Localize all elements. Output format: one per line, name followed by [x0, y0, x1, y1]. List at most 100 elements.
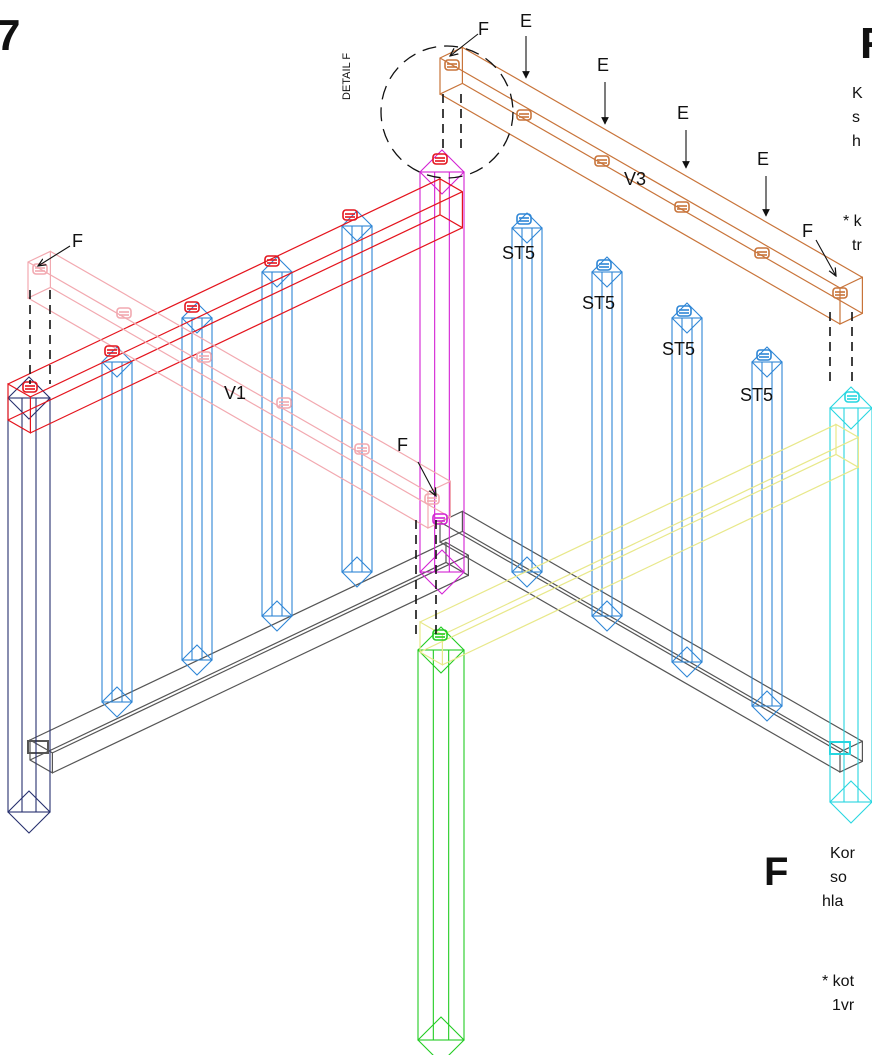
bracket-green-cap	[432, 629, 448, 641]
base-beam-left-edge-2	[52, 554, 469, 754]
dashed-guides	[29, 45, 853, 638]
note-top-star-1: * k	[843, 213, 862, 230]
step-number: 7	[0, 11, 21, 60]
note-top-line-2: s	[852, 109, 860, 126]
post-navy-corner-foot	[7, 790, 51, 834]
arrow-F-mid	[417, 461, 436, 496]
beam-label-V1: V1	[224, 383, 247, 403]
note-top-line-1: K	[852, 85, 863, 102]
beam-red-edge-3	[30, 227, 463, 434]
post-green-front-body	[417, 649, 465, 1041]
post-blue-left-3-foot	[261, 600, 293, 632]
post-cyan-right-foot	[829, 780, 872, 824]
bracket-orange-6	[832, 287, 848, 299]
bracket-orange-2-cap	[516, 109, 532, 121]
beam-pink-V1-edge-1	[27, 297, 429, 529]
bracket-orange-1-cap	[444, 59, 460, 71]
bracket-blue-1	[516, 213, 532, 225]
beam-pink-V1-edge-0	[27, 261, 429, 493]
post-blue-left-3-body	[261, 271, 293, 617]
post-cyan-right-top	[829, 386, 872, 430]
post-blue-right-2-top	[591, 256, 623, 288]
post-blue-left-2-foot	[181, 644, 213, 676]
bracket-orange-6-cap	[832, 287, 848, 299]
base-beam-left-edge-1	[29, 561, 447, 761]
beam-red-end-1	[439, 177, 463, 229]
beam-pink-V1-edge-3	[50, 286, 451, 518]
bracket-blue-1-cap	[516, 213, 532, 225]
note-bottom-star-1: * kot	[822, 973, 855, 990]
beam-yellow	[419, 423, 860, 666]
post-blue-left-4-top	[341, 210, 373, 242]
callout-arrows	[38, 33, 836, 496]
post-blue-right-4-body	[751, 361, 783, 707]
bracket-pink-4-cap	[276, 397, 292, 409]
bracket-orange-3	[594, 155, 610, 167]
beam-pink-V1	[27, 250, 451, 529]
beam-orange-V3-edge-0	[439, 57, 841, 289]
callout-F-left: F	[72, 231, 83, 251]
note-bottom-line-3: hla	[822, 893, 844, 910]
post-blue-right-1	[511, 212, 543, 588]
bracket-pink-3	[196, 351, 212, 363]
posts	[7, 149, 872, 1060]
base-beam-left-edge-0	[29, 541, 447, 741]
base-beam-right-end-0	[439, 510, 463, 543]
post-blue-left-1-body	[101, 361, 133, 703]
bracket-green	[432, 629, 448, 641]
post-blue-left-4-foot	[341, 556, 373, 588]
beam-orange-V3-edge-1	[439, 93, 841, 325]
post-green-front	[417, 626, 465, 1060]
post-blue-right-1-foot	[511, 556, 543, 588]
bracket-orange-2	[516, 109, 532, 121]
callout-E-1: E	[520, 11, 533, 31]
detail-label: DETAIL F	[341, 52, 353, 100]
bracket-red-5	[342, 209, 358, 221]
bracket-red-2-cap	[104, 345, 120, 357]
note-bottom-line-1: Kor	[830, 845, 855, 862]
bracket-pink-4	[276, 397, 292, 409]
bracket-blue-2-cap	[596, 259, 612, 271]
bracket-orange-5	[754, 247, 770, 259]
base-end-cap-left	[27, 740, 49, 754]
bracket-blue-4-cap	[756, 349, 772, 361]
post-cyan-right-body	[829, 407, 872, 803]
beam-orange-V3-end-1	[839, 276, 864, 325]
post-green-front-foot	[417, 1016, 465, 1060]
base-beam-right-edge-0	[439, 521, 841, 753]
bracket-orange-5-cap	[754, 247, 770, 259]
post-blue-left-2-top	[181, 302, 213, 334]
bracket-pink-2	[116, 307, 132, 319]
bracket-red-4-cap	[264, 255, 280, 267]
post-blue-right-4-foot	[751, 690, 783, 722]
note-bottom-line-2: so	[830, 869, 847, 886]
beam-orange-V3-edge-3	[462, 82, 863, 314]
callout-F-top: F	[478, 19, 489, 39]
bracket-pink-5-cap	[354, 443, 370, 455]
section-heading: F	[860, 22, 872, 66]
brackets	[22, 59, 860, 641]
arrow-F-top	[450, 33, 479, 56]
post-blue-left-3	[261, 256, 293, 632]
bracket-red-4	[264, 255, 280, 267]
bracket-red-6-cap	[432, 153, 448, 165]
post-magenta-centre-foot	[419, 549, 465, 595]
beam-red-edge-1	[7, 214, 441, 421]
beam-red	[7, 177, 463, 434]
bracket-cyan	[844, 391, 860, 403]
arrow-F-right	[815, 239, 836, 276]
post-label-ST5-4: ST5	[740, 385, 774, 405]
bracket-cyan-cap	[844, 391, 860, 403]
beam-label-V3: V3	[624, 169, 647, 189]
post-blue-right-3-foot	[671, 646, 703, 678]
base-beam-right-edge-1	[439, 541, 841, 773]
beam-red-edge-0	[7, 178, 441, 385]
callout-E-3: E	[677, 103, 690, 123]
post-label-ST5-2: ST5	[582, 293, 616, 313]
post-blue-right-4-top	[751, 346, 783, 378]
bracket-red-6	[432, 153, 448, 165]
beam-red-edge-2	[30, 191, 463, 398]
base-beam-left-end-0	[29, 738, 54, 774]
callout-E-2: E	[597, 55, 610, 75]
